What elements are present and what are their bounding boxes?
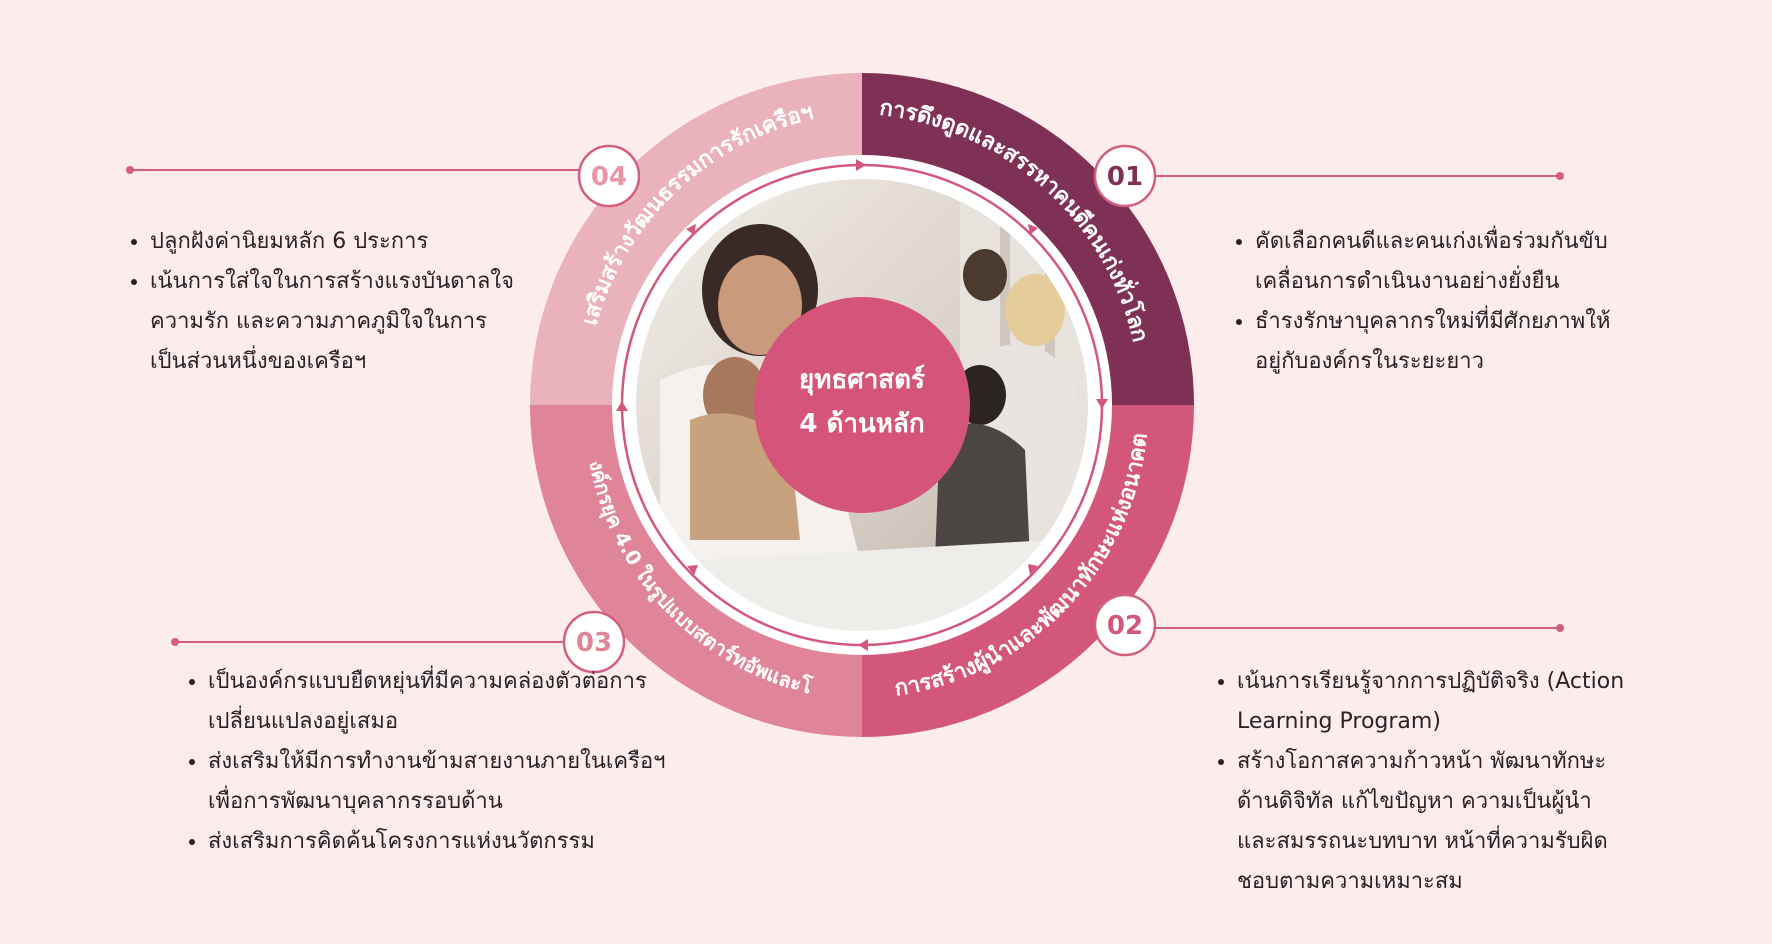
bullet-item: เน้นการเรียนรู้จากการปฏิบัติจริง (Action… — [1237, 662, 1627, 742]
number-badge-02: 02 — [1093, 593, 1157, 657]
bullet-item: คัดเลือกคนดีและคนเก่งเพื่อร่วมกันขับเคลื… — [1255, 222, 1625, 302]
svg-text:01: 01 — [1107, 162, 1143, 192]
bullet-item: สร้างโอกาสความก้าวหน้า พัฒนาทักษะด้านดิจ… — [1237, 742, 1627, 902]
quadrant-02-bullets: เน้นการเรียนรู้จากการปฏิบัติจริง (Action… — [1207, 662, 1627, 902]
bullet-item: ธำรงรักษาบุคลากรใหม่ที่มีศักยภาพให้อยู่ก… — [1255, 302, 1625, 382]
number-badge-03: 03 — [562, 610, 626, 674]
center-title-line1: ยุทธศาสตร์ — [799, 364, 925, 396]
svg-text:03: 03 — [576, 628, 612, 658]
number-badge-01: 01 — [1093, 144, 1157, 208]
connector-lines — [126, 166, 1564, 646]
svg-text:02: 02 — [1107, 611, 1143, 641]
bullet-item: ปลูกฝังค่านิยมหลัก 6 ประการ — [150, 222, 520, 262]
bullet-item: เน้นการใส่ใจในการสร้างแรงบันดาลใจ ความรั… — [150, 262, 520, 382]
bullet-item: ส่งเสริมการคิดค้นโครงการแห่งนวัตกรรม — [208, 822, 678, 862]
number-badge-04: 04 — [577, 144, 641, 208]
ring-arrows — [616, 159, 1108, 651]
center-circle — [754, 297, 970, 513]
center-title-line2: 4 ด้านหลัก — [799, 409, 924, 439]
quadrant-01-bullets: คัดเลือกคนดีและคนเก่งเพื่อร่วมกันขับเคลื… — [1225, 222, 1625, 382]
quadrant-04-bullets: ปลูกฝังค่านิยมหลัก 6 ประการ เน้นการใส่ใจ… — [120, 222, 520, 382]
quadrant-03-bullets: เป็นองค์กรแบบยืดหยุ่นที่มีความคล่องตัวต่… — [178, 662, 678, 862]
svg-text:04: 04 — [591, 162, 627, 192]
bullet-item: เป็นองค์กรแบบยืดหยุ่นที่มีความคล่องตัวต่… — [208, 662, 678, 742]
bullet-item: ส่งเสริมให้มีการทำงานข้ามสายงานภายในเครื… — [208, 742, 678, 822]
